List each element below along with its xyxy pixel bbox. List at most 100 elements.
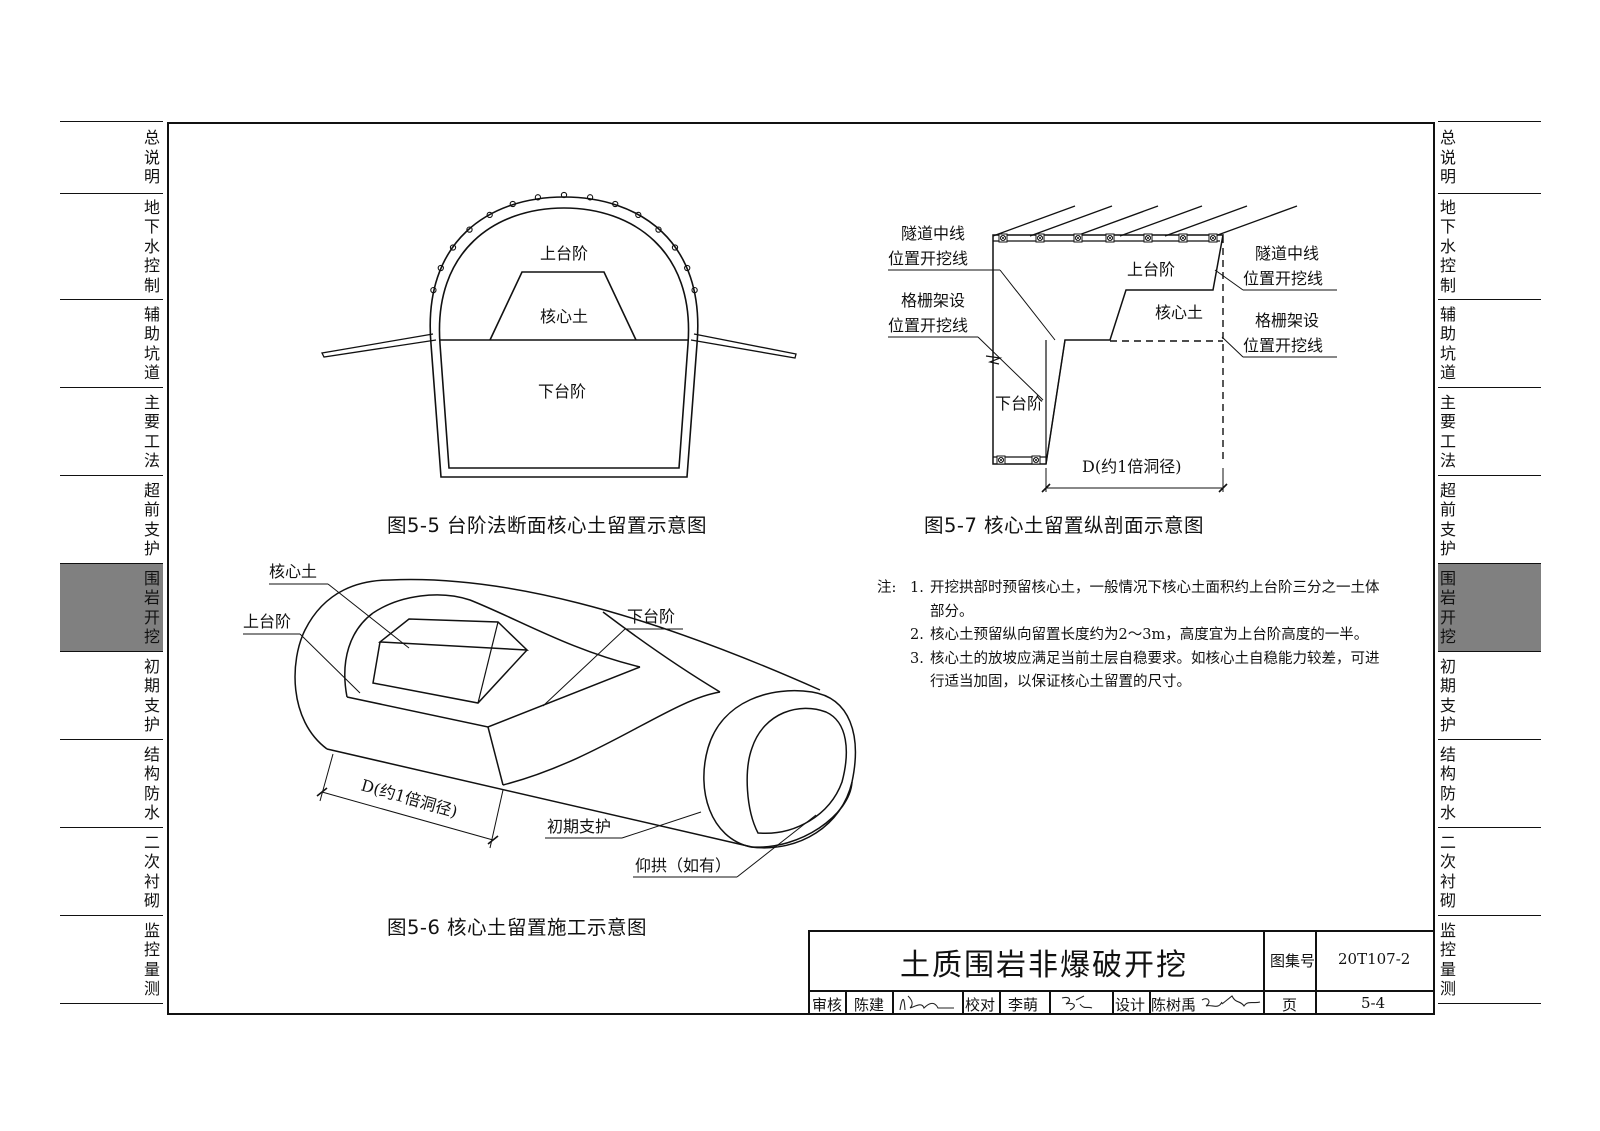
fig56-invert-bottom (751, 781, 853, 848)
pipe-marker (466, 226, 473, 233)
fig57-right-label-1b: 位置开挖线 (1243, 269, 1323, 288)
pipe-marker (612, 200, 619, 208)
nav-left-item-7[interactable]: 初期支护 (60, 651, 163, 739)
nav-left-item-5[interactable]: 超前支护 (60, 475, 163, 563)
nav-right-label: 初期支护 (1439, 656, 1456, 735)
fig57-right-label-2b: 位置开挖线 (1243, 336, 1323, 355)
nav-right-label: 监控量测 (1439, 920, 1456, 999)
nav-left-item-4[interactable]: 主要工法 (60, 387, 163, 475)
fig56-bench-edge (487, 726, 504, 786)
fig55-advance-pipes (430, 191, 698, 294)
fig57-dimension-label: D(约1倍洞径) (1082, 457, 1182, 476)
nav-left-label: 初期支护 (143, 656, 160, 735)
pipe-marker (437, 264, 444, 272)
nav-right-item-7[interactable]: 初期支护 (1438, 651, 1541, 739)
nav-right-label: 围岩开挖 (1439, 568, 1456, 647)
nav-right-item-9[interactable]: 二次衬砌 (1438, 827, 1541, 915)
notes: 注: 1. 开挖拱部时预留核心土，一般情况下核心土面积约上台阶三分之一土体部分。… (877, 577, 1380, 695)
fig55-left-lock-bolt (321, 333, 437, 358)
nav-left-label: 监控量测 (143, 920, 160, 999)
fig56-top-silhouette (389, 578, 821, 691)
nav-right-item-4[interactable]: 主要工法 (1438, 387, 1541, 475)
fig56-support-leader-diag (621, 811, 702, 839)
nav-left-item-1[interactable]: 总说明 (60, 121, 163, 193)
fig55-cross-section (321, 191, 797, 478)
fig57-left-label-1a: 隧道中线 (901, 224, 965, 243)
nav-left-item-10[interactable]: 监控量测 (60, 915, 163, 1003)
nav-left-item-8[interactable]: 结构防水 (60, 739, 163, 827)
page-number: 5-4 (1361, 994, 1386, 1012)
nav-right-label: 主要工法 (1439, 392, 1456, 471)
arch-marker (1035, 233, 1045, 243)
atlas-label: 图集号 (1270, 952, 1316, 970)
fig57-leader-4-diag (1221, 336, 1244, 358)
tb-line-v7 (1049, 990, 1051, 1015)
designer-signature (1201, 995, 1261, 1007)
arch-marker (1031, 455, 1041, 465)
fig56-lower-bench-label: 下台阶 (627, 607, 675, 626)
nav-left-item-9[interactable]: 二次衬砌 (60, 827, 163, 915)
nav-left-item-6[interactable]: 围岩开挖 (60, 563, 163, 651)
nav-left-item-2[interactable]: 地下水控制 (60, 193, 163, 299)
fig57-dim-tick-right (1218, 483, 1228, 493)
pipe-marker (560, 191, 568, 199)
fig56-upper-floor (346, 666, 641, 728)
note-text: 核心土的放坡应满足当前土层自稳要求。如核心土自稳能力较差，可进行适当加固，以保证… (930, 650, 1380, 691)
atlas-number: 20T107-2 (1338, 950, 1411, 968)
nav-right-label: 二次衬砌 (1439, 832, 1456, 911)
fig56-invert-leader-diag (736, 814, 817, 878)
fig57-caption: 图5-7 核心土留置纵剖面示意图 (924, 514, 1205, 537)
nav-right-item-1[interactable]: 总说明 (1438, 121, 1541, 193)
fig55-core-soil-label: 核心土 (540, 307, 588, 326)
fig57-steel-arch-markers (996, 233, 1218, 465)
forepoling-bolt (992, 205, 1076, 237)
fig55-upper-bench-label: 上台阶 (540, 244, 588, 263)
tb-line-v3 (845, 990, 847, 1015)
nav-right-item-3[interactable]: 辅助坑道 (1438, 299, 1541, 387)
fig56-3d-tunnel (243, 578, 857, 878)
nav-right-item-6[interactable]: 围岩开挖 (1438, 563, 1541, 651)
checker-name: 李萌 (1008, 996, 1039, 1014)
nav-right-item-2[interactable]: 地下水控制 (1438, 193, 1541, 299)
fig56-upper-leader-diag (299, 633, 361, 694)
fig56-core-leader-diag (327, 583, 410, 649)
arch-marker (998, 233, 1008, 243)
nav-right-item-10[interactable]: 监控量测 (1438, 915, 1541, 1003)
fig57-longitudinal-section (888, 205, 1337, 493)
nav-right-label: 地下水控制 (1439, 197, 1456, 295)
reviewer-name: 陈建 (854, 996, 885, 1014)
fig56-upper-bench-label: 上台阶 (243, 612, 291, 631)
fig57-upper-bench-label: 上台阶 (1127, 260, 1175, 279)
fig56-inner-arch (372, 594, 641, 668)
nav-left-label: 围岩开挖 (143, 568, 160, 647)
design-label: 设计 (1115, 996, 1146, 1014)
fig56-invert-top (502, 691, 721, 786)
forepoling-bolt (1214, 205, 1298, 237)
forepoling-bolt (1164, 205, 1248, 237)
fig56-core-top (377, 618, 529, 651)
nav-left-label: 主要工法 (143, 392, 160, 471)
forepoling-bolt (1029, 205, 1113, 237)
fig57-left-label-1b: 位置开挖线 (888, 249, 968, 268)
pipe-marker (586, 194, 594, 201)
nav-left-label: 总说明 (143, 128, 160, 187)
tb-line-v5 (962, 990, 964, 1015)
tb-line-v9 (1149, 990, 1151, 1015)
nav-left-item-3[interactable]: 辅助坑道 (60, 299, 163, 387)
nav-right-item-8[interactable]: 结构防水 (1438, 739, 1541, 827)
fig57-left-label-2b: 位置开挖线 (888, 316, 968, 335)
fig56-dim-tick-left (316, 787, 328, 797)
fig56-dim-tick-right (487, 835, 499, 845)
fig55-core-trapezoid (489, 271, 637, 341)
fig57-leader-3-diag (1214, 269, 1244, 291)
fig55-caption: 图5-5 台阶法断面核心土留置示意图 (387, 514, 708, 537)
tb-line-v4 (892, 990, 894, 1015)
fig57-left-label-2a: 格栅架设 (901, 291, 965, 310)
signatures (899, 995, 1261, 1011)
fig57-outline (992, 234, 1224, 465)
nav-right-item-5[interactable]: 超前支护 (1438, 475, 1541, 563)
pipe-marker (684, 264, 691, 272)
fig57-right-label-1a: 隧道中线 (1255, 244, 1319, 263)
arch-marker (1073, 233, 1083, 243)
